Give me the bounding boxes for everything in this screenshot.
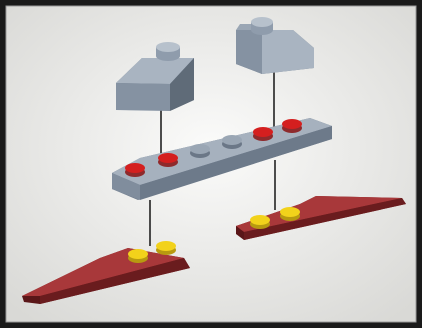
plate-stud-4 — [222, 135, 242, 149]
plate-stud-2 — [158, 153, 178, 167]
plate-stud-6 — [282, 119, 302, 133]
wedge-left-stud-2 — [156, 241, 176, 255]
wedge-right-stud-1 — [250, 215, 270, 229]
plate-stud-5 — [253, 127, 273, 141]
wedge-right-stud-2 — [280, 207, 300, 221]
plate-stud-1 — [125, 163, 145, 177]
wedge-left-stud-1 — [128, 249, 148, 263]
plate-stud-3 — [190, 144, 210, 158]
